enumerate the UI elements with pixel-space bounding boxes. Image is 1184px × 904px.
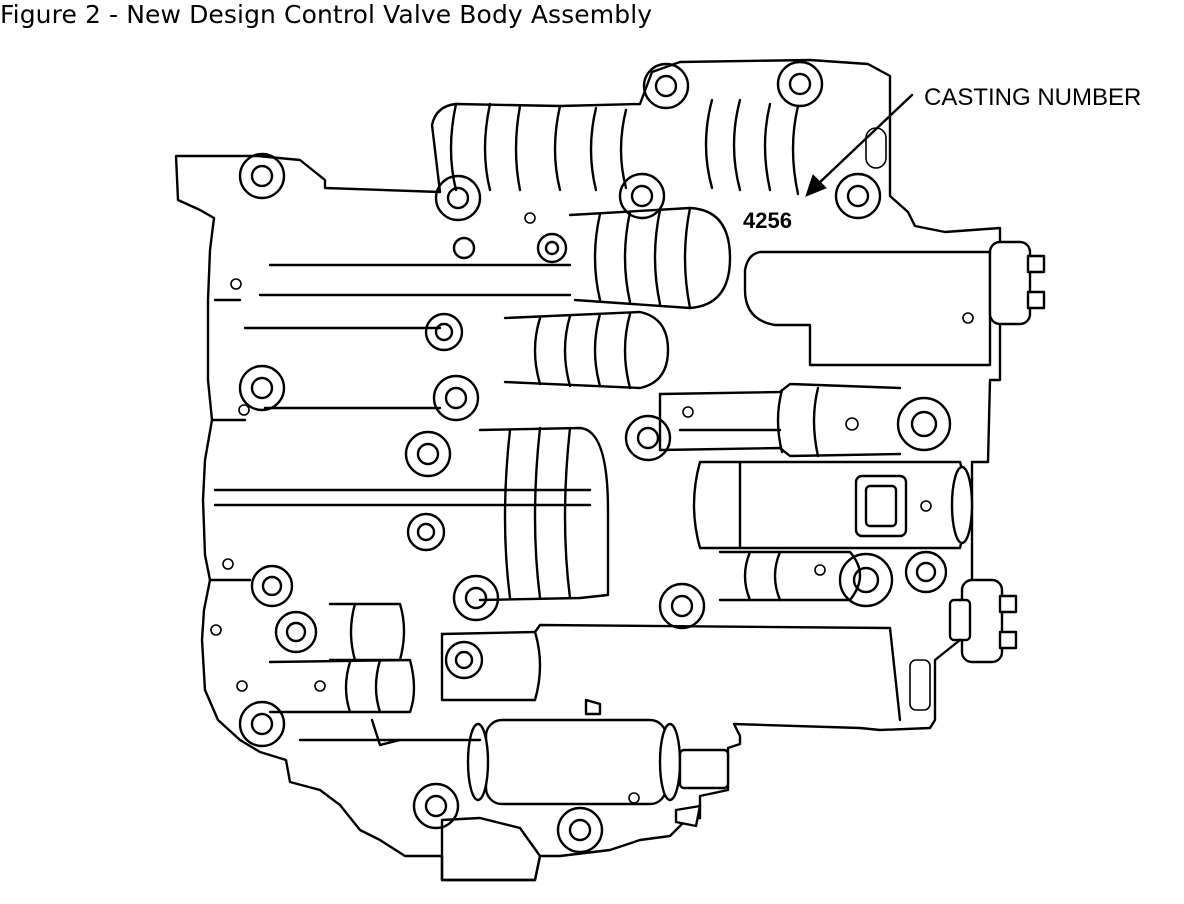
accumulator-chamber xyxy=(743,250,992,367)
upper-spool-housing xyxy=(449,98,887,196)
lower-bore xyxy=(440,623,931,722)
bottom-solenoid xyxy=(466,718,730,828)
spool-row-3 xyxy=(243,310,670,410)
bottom-bracket xyxy=(440,816,542,882)
figure-caption: Figure 2 - New Design Control Valve Body… xyxy=(0,0,653,29)
left-lower-spools xyxy=(268,602,416,714)
spool-row-2 xyxy=(258,206,732,310)
callout-arrow xyxy=(805,93,914,197)
casting-number-value: 4256 xyxy=(743,208,792,233)
passage-holes xyxy=(210,212,974,804)
lower-right-spool xyxy=(718,550,862,602)
center-solenoid xyxy=(692,460,974,550)
end-plug-top xyxy=(988,240,1046,326)
end-plug-bottom xyxy=(948,578,1018,664)
casting-number-callout: CASTING NUMBER xyxy=(924,84,1142,111)
internal-channels xyxy=(208,298,902,747)
spool-row-4 xyxy=(213,426,610,602)
valve-body-outline xyxy=(174,58,1002,882)
bolt-holes xyxy=(238,60,952,854)
